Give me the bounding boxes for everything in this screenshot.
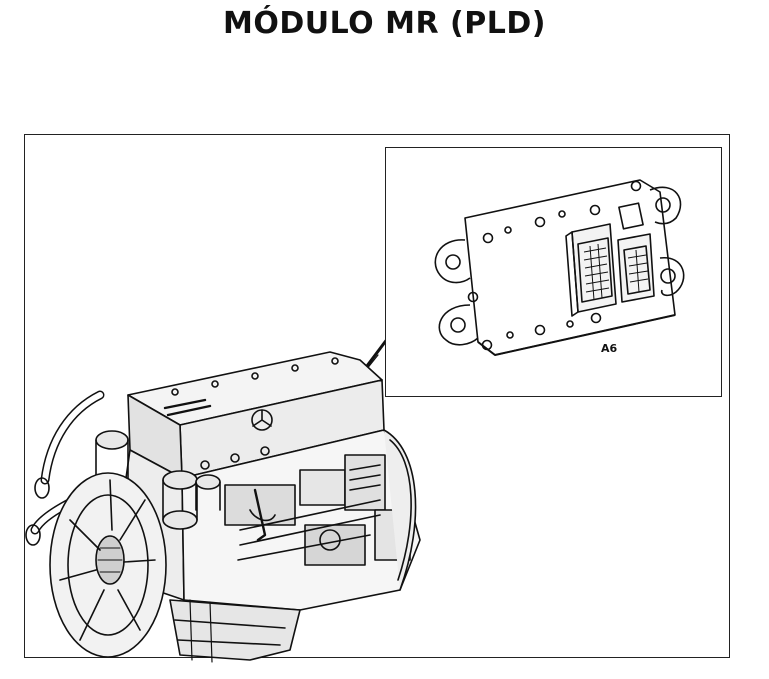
page-title: MÓDULO MR (PLD) [223, 6, 546, 41]
callout-label-a6: A6 [601, 342, 618, 355]
